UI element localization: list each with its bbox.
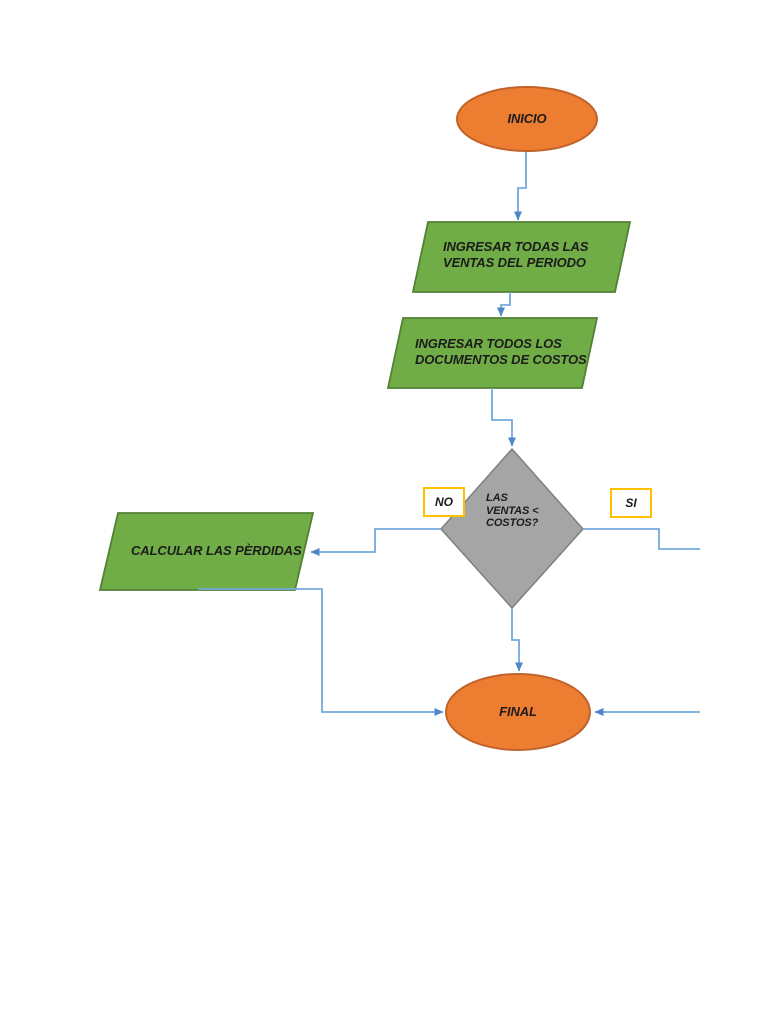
connector-decision-to-end xyxy=(511,608,523,672)
input-sales-label: INGRESAR TODAS LAS VENTAS DEL PERIODO xyxy=(443,239,588,271)
branch-no-box: NO xyxy=(423,487,465,517)
connector-sales-to-costs xyxy=(497,292,511,317)
calculate-losses-label: CALCULAR LAS PÈRDIDAS xyxy=(131,543,302,558)
start-label: INICIO xyxy=(507,111,547,126)
calculate-losses-shape xyxy=(98,512,315,591)
input-costs-label-line2: DOCUMENTOS DE COSTOS xyxy=(415,352,587,367)
decision-label: LAS VENTAS < COSTOS? xyxy=(486,492,539,530)
input-costs-shape xyxy=(386,317,599,389)
connector-decision-no-to-losses xyxy=(310,528,441,556)
start-terminator-shape xyxy=(456,86,598,152)
decision-label-line2: VENTAS < xyxy=(486,504,539,517)
input-sales-shape xyxy=(411,221,632,293)
decision-label-line3: COSTOS? xyxy=(486,517,539,529)
connector-start-to-sales xyxy=(514,152,527,221)
branch-yes-label: SI xyxy=(625,496,637,510)
connector-costs-to-decision xyxy=(491,388,516,447)
input-costs-label-line1: INGRESAR TODOS LOS xyxy=(415,336,562,351)
input-sales-label-line1: INGRESAR TODAS LAS xyxy=(443,239,589,254)
end-label: FINAL xyxy=(499,704,537,719)
branch-no-label: NO xyxy=(435,495,453,509)
end-terminator-shape xyxy=(445,673,591,751)
input-costs-label: INGRESAR TODOS LOS DOCUMENTOS DE COSTOS xyxy=(415,336,587,368)
branch-yes-box: SI xyxy=(610,488,652,518)
connector-decision-yes-right xyxy=(583,528,700,550)
input-sales-label-line2: VENTAS DEL PERIODO xyxy=(443,255,586,270)
connector-losses-to-end xyxy=(198,588,444,716)
decision-label-line1: LAS xyxy=(486,492,508,504)
